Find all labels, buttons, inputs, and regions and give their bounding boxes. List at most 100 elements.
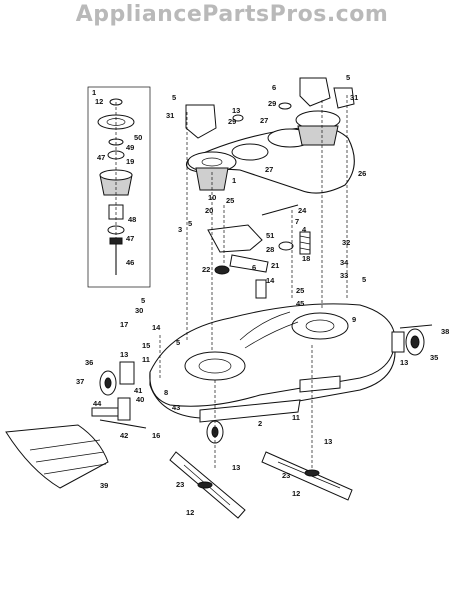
callout: 36 [85, 358, 93, 367]
callout: 44 [93, 399, 102, 408]
deck-spindle-hole-left [184, 351, 246, 381]
callout: 30 [135, 306, 143, 315]
callout: 1 [92, 88, 96, 97]
idler-pulley [231, 143, 269, 161]
callout: 34 [340, 258, 349, 267]
callout: 22 [202, 265, 210, 274]
callout: 13 [324, 437, 332, 446]
belt-guard-left [185, 104, 217, 139]
callout: 27 [260, 116, 268, 125]
deck-baffle [199, 399, 301, 423]
callout: 46 [126, 258, 134, 267]
callout: 51 [266, 231, 274, 240]
deck-spindle-hole-right [291, 312, 349, 340]
callout: 23 [176, 480, 184, 489]
callout: 5 [176, 338, 180, 347]
callout: 24 [298, 206, 307, 215]
chute-body [5, 424, 109, 489]
callout: 29 [228, 117, 236, 126]
callout: 27 [265, 165, 273, 174]
belt-drive [185, 77, 355, 194]
callout: 5 [141, 296, 145, 305]
spindle-inset [87, 86, 151, 288]
callout: 50 [134, 133, 142, 142]
callout: 28 [266, 245, 274, 254]
callout: 5 [346, 73, 350, 82]
wheel-bracket-right [391, 331, 405, 353]
callout: 11 [142, 355, 150, 364]
callout: 19 [126, 157, 134, 166]
callout: 12 [292, 489, 300, 498]
belt-guard-top [299, 77, 331, 107]
callout: 4 [302, 225, 307, 234]
idler-arm-assembly [207, 204, 311, 299]
watermark: AppliancePartsPros.com [75, 2, 389, 27]
blade-right [261, 451, 353, 501]
callout: 2 [258, 419, 262, 428]
callout: 7 [295, 217, 299, 226]
callout: 40 [136, 395, 144, 404]
callout: 41 [134, 386, 142, 395]
callout: 47 [126, 234, 134, 243]
assembly-lines [159, 95, 348, 470]
wheel-bolt [399, 324, 433, 329]
callout: 18 [302, 254, 310, 263]
callout: 37 [76, 377, 84, 386]
callout: 42 [120, 431, 128, 440]
callout: 8 [164, 388, 168, 397]
blades [169, 451, 353, 519]
callout: 26 [358, 169, 366, 178]
callout: 3 [178, 225, 182, 234]
callout: 25 [296, 286, 304, 295]
deck-shell [149, 303, 396, 423]
callout: 48 [128, 215, 136, 224]
spring-rod [261, 204, 299, 216]
callout: 6 [272, 83, 276, 92]
deck-top [149, 303, 396, 407]
callout: 12 [95, 97, 103, 106]
callout: 15 [142, 341, 150, 350]
spindle-housing-right [297, 125, 339, 146]
callout: 9 [352, 315, 356, 324]
callout: 20 [205, 206, 213, 215]
callout: 45 [296, 299, 304, 308]
washer [214, 265, 230, 275]
callout: 21 [271, 261, 279, 270]
callout: 16 [152, 431, 160, 440]
idler-arm [229, 254, 269, 273]
callout: 14 [152, 323, 161, 332]
callout: 39 [100, 481, 108, 490]
callout: 13 [400, 358, 408, 367]
callout: 13 [232, 463, 240, 472]
callout: 1 [232, 176, 236, 185]
callout: 5 [172, 93, 176, 102]
callout: 5 [188, 219, 192, 228]
callout: 12 [186, 508, 194, 517]
callout: 25 [226, 196, 234, 205]
callout: 35 [430, 353, 438, 362]
callout: 38 [441, 327, 449, 336]
callout-labels: 1 12 50 49 47 19 48 47 46 5 31 13 29 6 2… [76, 73, 449, 517]
callout: 49 [126, 143, 134, 152]
wheel-bracket-left [119, 361, 135, 385]
idler-bracket [207, 224, 263, 253]
callout: 5 [362, 275, 366, 284]
callout: 6 [252, 263, 256, 272]
callout: 14 [266, 276, 275, 285]
callout: 32 [342, 238, 350, 247]
gauge-wheels [99, 324, 433, 444]
callout: 23 [282, 471, 290, 480]
callout: 47 [97, 153, 105, 162]
callout: 17 [120, 320, 128, 329]
callout: 13 [120, 350, 128, 359]
callout: 29 [268, 99, 276, 108]
discharge-chute [5, 397, 147, 489]
chute-spring [117, 397, 131, 421]
callout: 10 [208, 193, 216, 202]
belt-guard-right [333, 87, 355, 109]
callout: 11 [292, 413, 300, 422]
callout: 31 [350, 93, 358, 102]
inset-frame [87, 86, 151, 288]
callout: 13 [232, 106, 240, 115]
